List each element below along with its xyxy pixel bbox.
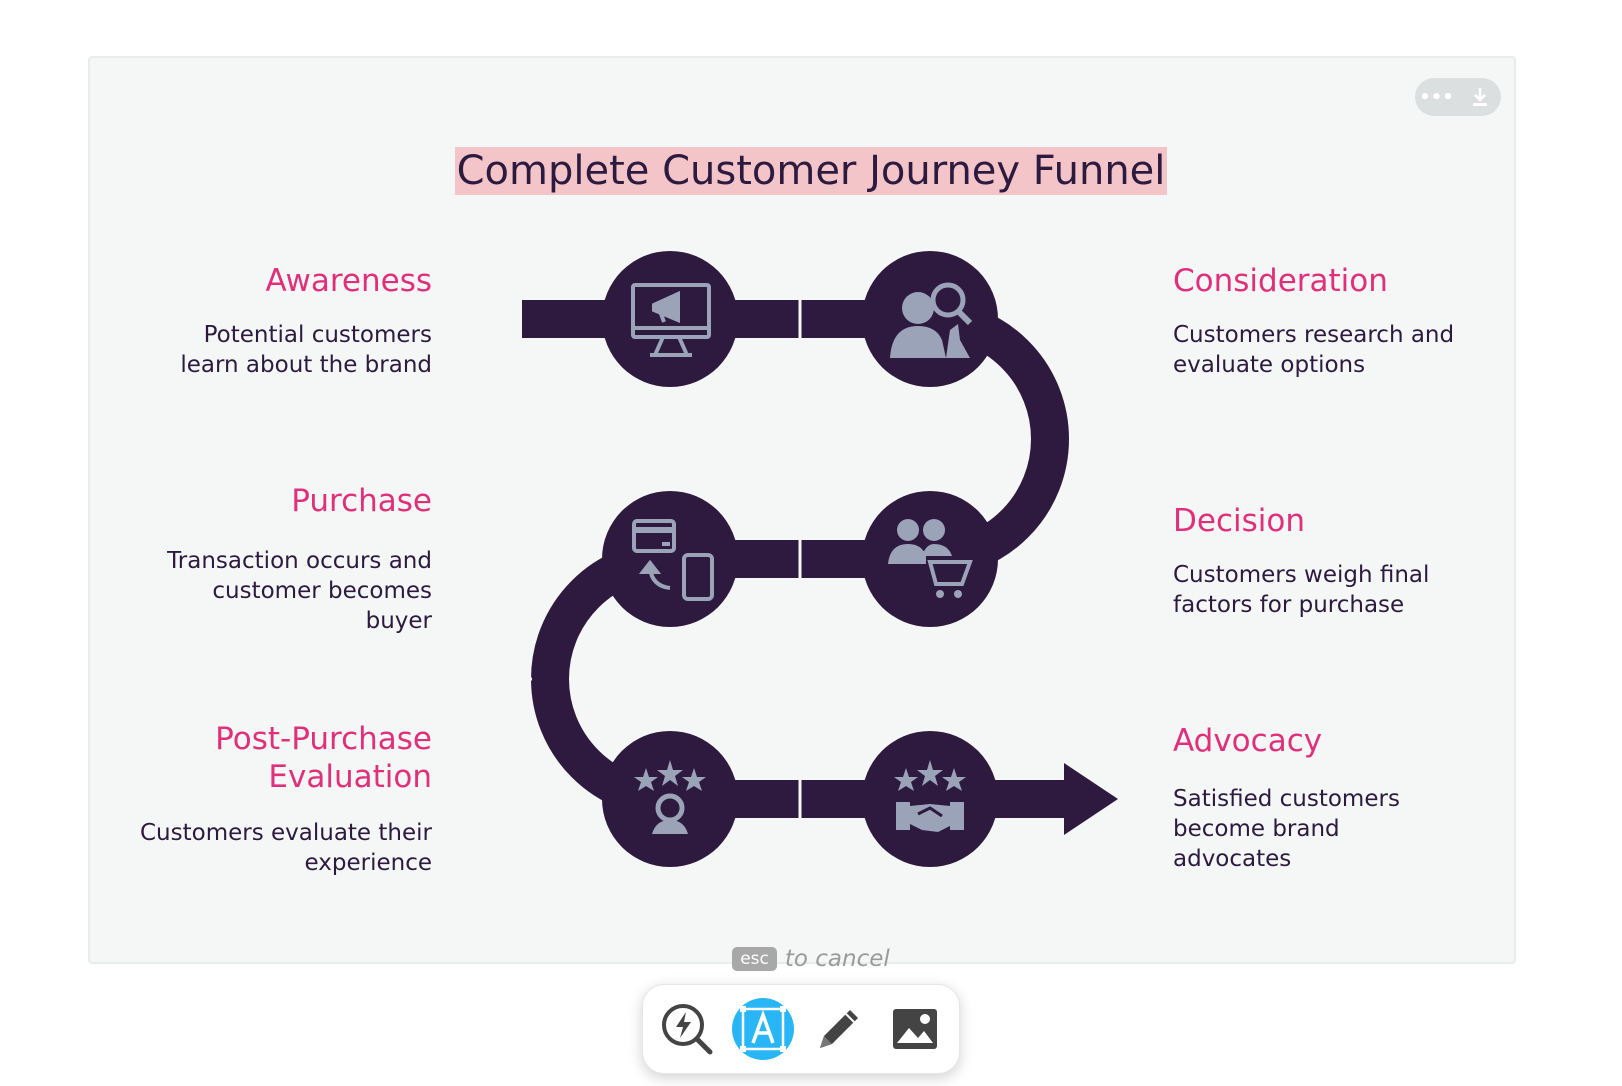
stage-awareness-desc: Potential customers learn about the bran… (180, 322, 432, 378)
card-actions: ••• (1415, 78, 1501, 116)
text-a-icon (732, 998, 794, 1060)
person-search-icon (890, 282, 973, 358)
stage-post-purchase-desc: Customers evaluate their experience (139, 820, 432, 876)
download-icon[interactable] (1465, 82, 1495, 112)
esc-key[interactable]: esc (732, 947, 777, 971)
stars-person-icon (634, 760, 706, 834)
pencil-icon (820, 1010, 858, 1048)
stage-post-purchase-title: Post-Purchase Evaluation (215, 721, 432, 795)
stage-advocacy-desc: Satisfied customers become brand advocat… (1173, 786, 1400, 872)
lightning-magnifier-icon (662, 1004, 713, 1055)
stage-purchase-title: Purchase (291, 483, 432, 519)
stage-consideration-title: Consideration (1173, 263, 1388, 299)
stage-purchase-desc: Transaction occurs and customer becomes … (167, 548, 432, 634)
pen-tool[interactable] (807, 997, 871, 1061)
stage-consideration-desc: Customers research and evaluate options (1173, 322, 1455, 378)
people-cart-icon (888, 519, 973, 598)
quick-search-tool[interactable] (655, 997, 719, 1061)
image-tool[interactable] (883, 997, 947, 1061)
image-icon (893, 1009, 937, 1049)
stage-awareness-title: Awareness (265, 263, 432, 299)
stars-handshake-icon (894, 760, 966, 832)
cancel-text: to cancel (784, 946, 890, 972)
more-icon[interactable]: ••• (1419, 86, 1454, 108)
stage-advocacy-title: Advocacy (1173, 723, 1323, 759)
stage-decision-title: Decision (1173, 503, 1305, 539)
card-phone-icon (632, 519, 714, 601)
tool-toolbar (642, 984, 960, 1074)
page-title: Complete Customer Journey Funnel (454, 147, 1168, 195)
cancel-hint: esc to cancel (0, 946, 1622, 972)
text-tool[interactable] (731, 997, 795, 1061)
stage-decision-desc: Customers weigh final factors for purcha… (1173, 562, 1430, 618)
monitor-megaphone-icon (631, 283, 711, 357)
